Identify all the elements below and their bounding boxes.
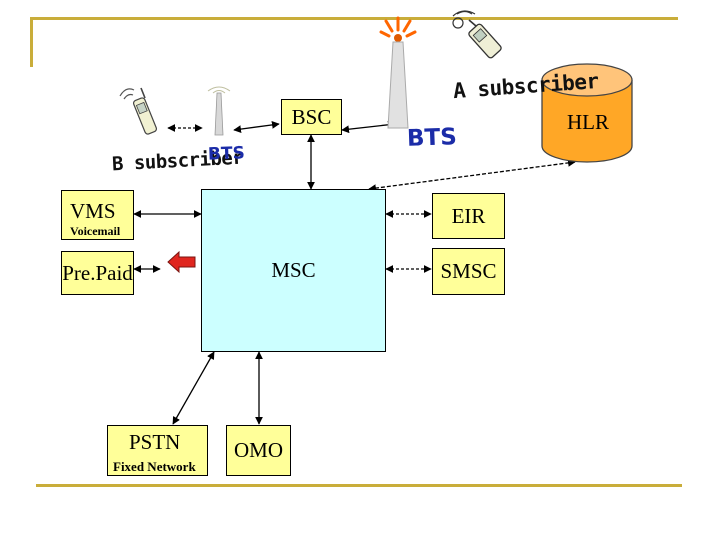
frame-bottom-rule bbox=[36, 484, 682, 487]
vms-label: VMS bbox=[70, 199, 116, 223]
hlr-database-icon bbox=[541, 63, 633, 163]
eir-box: EIR bbox=[432, 193, 505, 239]
bsc-box: BSC bbox=[281, 99, 342, 135]
a-subscriber-phone-icon bbox=[452, 10, 502, 59]
pstn-sublabel: Fixed Network bbox=[113, 459, 196, 474]
eir-label: EIR bbox=[451, 203, 486, 228]
pstn-label: PSTN bbox=[129, 430, 181, 454]
link-msc-pstn bbox=[172, 351, 215, 425]
smsc-box: SMSC bbox=[432, 248, 505, 295]
frame-top-rule bbox=[30, 17, 678, 20]
vms-sublabel: Voicemail bbox=[70, 224, 121, 238]
smsc-label: SMSC bbox=[440, 259, 497, 283]
pstn-box: PSTN Fixed Network bbox=[107, 425, 208, 476]
bts-right-label: BTS bbox=[406, 124, 458, 152]
link-msc-hlr bbox=[368, 159, 576, 192]
b-subscriber-phone-icon bbox=[119, 87, 158, 135]
vms-box: VMS Voicemail bbox=[61, 190, 134, 240]
bts-right-antenna-icon bbox=[379, 16, 417, 129]
omo-label: OMO bbox=[233, 438, 283, 462]
msc-box: MSC bbox=[201, 189, 386, 352]
bsc-label: BSC bbox=[291, 104, 332, 129]
link-bsc-bts bbox=[341, 120, 396, 134]
bts-left-label: BTS bbox=[207, 143, 246, 165]
bts-left-antenna-icon bbox=[207, 86, 231, 136]
msc-label: MSC bbox=[271, 258, 316, 282]
prepaid-box: Pre.Paid bbox=[61, 251, 134, 295]
omo-box: OMO bbox=[226, 425, 291, 476]
prepaid-label: Pre.Paid bbox=[62, 260, 133, 285]
frame-left-rule bbox=[30, 17, 33, 67]
red-arrow-icon bbox=[167, 250, 196, 274]
link-bts-bsc bbox=[233, 121, 280, 133]
hlr-label: HLR bbox=[567, 109, 609, 134]
